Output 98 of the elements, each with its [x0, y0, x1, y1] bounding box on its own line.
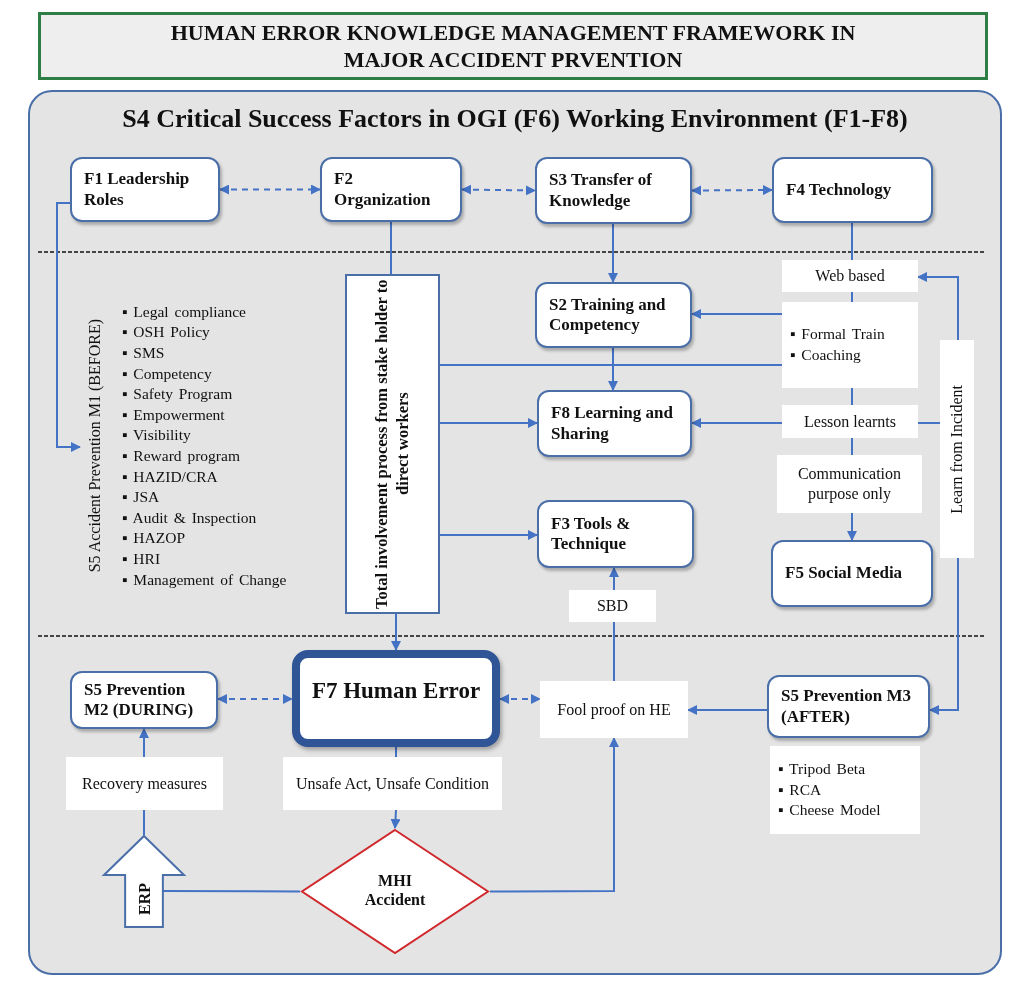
box-label: F7 Human Error: [311, 677, 481, 704]
shape-label: MHI Accident: [363, 870, 427, 909]
arrow: [609, 567, 619, 591]
bullet-item: ▪ Legal compliance: [122, 301, 247, 322]
process-box: [70, 157, 220, 222]
arrow: [489, 737, 619, 893]
bullet-item: ▪ OSH Policy: [122, 322, 211, 343]
arrow: [608, 223, 618, 283]
process-box: [771, 540, 933, 607]
box-label: Lesson learnts: [804, 411, 896, 432]
connector-line: [390, 221, 392, 275]
bullet-item: ▪ Empowerment: [122, 404, 226, 425]
panel-heading: S4 Critical Success Factors in OGI (F6) Working Environment (F1-F8): [121, 104, 909, 134]
arrow: [439, 418, 538, 428]
process-box: [537, 500, 694, 568]
bullet-item: ▪ HRI: [122, 548, 162, 569]
arrow: [687, 705, 768, 715]
bullet-item: ▪ Formal Train: [790, 324, 885, 345]
bullet-item: ▪ Tripod Beta: [778, 759, 866, 780]
framework-panel: [28, 90, 1002, 975]
connector-line: [143, 809, 145, 836]
process-box: [767, 675, 930, 738]
process-box: [320, 157, 462, 222]
bullet-item: ▪ Visibility: [122, 425, 192, 446]
text-box: [782, 302, 918, 388]
arrow: [390, 809, 401, 829]
bullet-item: ▪ HAZID/CRA: [122, 466, 219, 487]
box-label: F1 Leadership Roles: [84, 169, 191, 210]
text-box: [283, 757, 502, 810]
text-box: [782, 405, 918, 438]
arrow: [461, 184, 536, 196]
box-label: Recovery measures: [82, 773, 207, 794]
arrow: [847, 512, 857, 541]
vertical-heading: S5 Accident Prevention M1 (BEFORE): [86, 319, 104, 573]
connector-line: [395, 746, 397, 758]
bullet-item: ▪ Safety Program: [122, 384, 234, 405]
box-label: Unsafe Act, Unsafe Condition: [296, 773, 489, 794]
process-box: [537, 390, 692, 457]
box-label: Web based: [815, 266, 885, 286]
diagram-title: HUMAN ERROR KNOWLEDGE MANAGEMENT FRAMEWORK IN MAJOR ACCIDENT PRVENTION: [169, 18, 857, 74]
process-box: [535, 157, 692, 224]
bullet-item: ▪ RCA: [778, 779, 823, 800]
arrow: [219, 184, 321, 195]
arrow: [499, 694, 541, 704]
box-label: F4 Technology: [786, 179, 893, 201]
connector-line: [851, 387, 853, 406]
box-label: F8 Learning and Sharing: [551, 403, 674, 444]
vertical-label: Learn from Incident: [947, 384, 966, 514]
arrow: [929, 557, 959, 715]
text-box: [569, 590, 656, 622]
box-label: Fool proof on HE: [557, 699, 671, 720]
box-label: Communication purpose only: [796, 464, 903, 504]
text-box: [940, 340, 974, 558]
arrow: [691, 309, 783, 319]
text-box: [782, 260, 918, 292]
arrow: [56, 202, 81, 452]
box-label: F3 Tools & Technique: [551, 513, 632, 555]
bullet-item: ▪ Reward program: [122, 446, 241, 466]
arrow: [608, 347, 618, 391]
arrow: [691, 418, 783, 428]
bullet-item: ▪ Management of Change: [122, 569, 287, 590]
arrow: [217, 694, 293, 704]
text-box: [777, 455, 922, 513]
vertical-label: Total involvement process from stake holder to direct workers: [371, 278, 414, 611]
box-label: S2 Training and Competency: [549, 294, 667, 336]
arrow: [391, 613, 401, 651]
process-box: [70, 671, 218, 729]
bullet-item: ▪ JSA: [122, 487, 161, 508]
bullet-item: ▪ Competency: [122, 363, 213, 384]
process-box: [772, 157, 933, 223]
bullet-item: ▪ Audit & Inspection: [122, 507, 258, 528]
connector-line: [851, 437, 853, 456]
box-label: F5 Social Media: [785, 563, 904, 584]
text-box: [66, 757, 223, 810]
shape-label: ERP: [135, 883, 154, 915]
box-label: SBD: [596, 596, 629, 616]
arrow: [691, 185, 773, 196]
highlighted-box: [292, 650, 500, 747]
arrow: [139, 728, 149, 758]
connector-line: [851, 222, 853, 261]
connector-line: [439, 364, 783, 366]
bullet-item: ▪ Coaching: [790, 345, 862, 365]
box-label: S5 Prevention M3 (AFTER): [781, 686, 912, 727]
box-label: S5 Prevention M2 (DURING): [84, 679, 195, 721]
text-box: [770, 746, 920, 834]
arrow: [917, 272, 959, 341]
process-box: [345, 274, 440, 614]
bullet-item: ▪ HAZOP: [122, 528, 187, 549]
box-label: F2 Organization: [334, 169, 432, 210]
connector-line: [851, 291, 853, 303]
process-box: [535, 282, 692, 348]
bullet-item: ▪ Cheese Model: [778, 800, 881, 821]
box-label: S3 Transfer of Knowledge: [549, 170, 653, 211]
connector-line: [917, 422, 941, 424]
text-box: [540, 681, 688, 738]
connector-line: [613, 621, 615, 682]
arrow: [439, 530, 538, 540]
bullet-item: ▪ SMS: [122, 343, 166, 364]
